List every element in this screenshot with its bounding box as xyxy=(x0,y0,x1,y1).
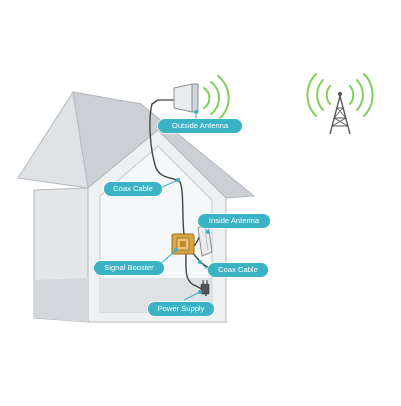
coax-cable-bottom-label: Coax Cable xyxy=(208,263,268,277)
cell-tower-icon xyxy=(329,92,351,135)
signal-booster-icon xyxy=(171,233,195,255)
coax-cable-outside xyxy=(149,99,185,235)
tower-signal-waves xyxy=(306,73,374,117)
coax-cables xyxy=(149,99,211,297)
power-plug-icon xyxy=(200,280,210,295)
power-supply-label: Power Supply xyxy=(148,302,214,316)
antenna-signal-waves xyxy=(203,75,230,121)
side-floor xyxy=(34,278,88,322)
outside-antenna-label: Outside Antenna xyxy=(158,119,242,133)
directional-antenna-icon xyxy=(158,83,199,113)
coax-cable-top-label: Coax Cable xyxy=(104,182,162,196)
signal-booster-label: Signal Booster xyxy=(94,261,164,275)
inside-antenna-label: Inside Antenna xyxy=(198,214,270,228)
